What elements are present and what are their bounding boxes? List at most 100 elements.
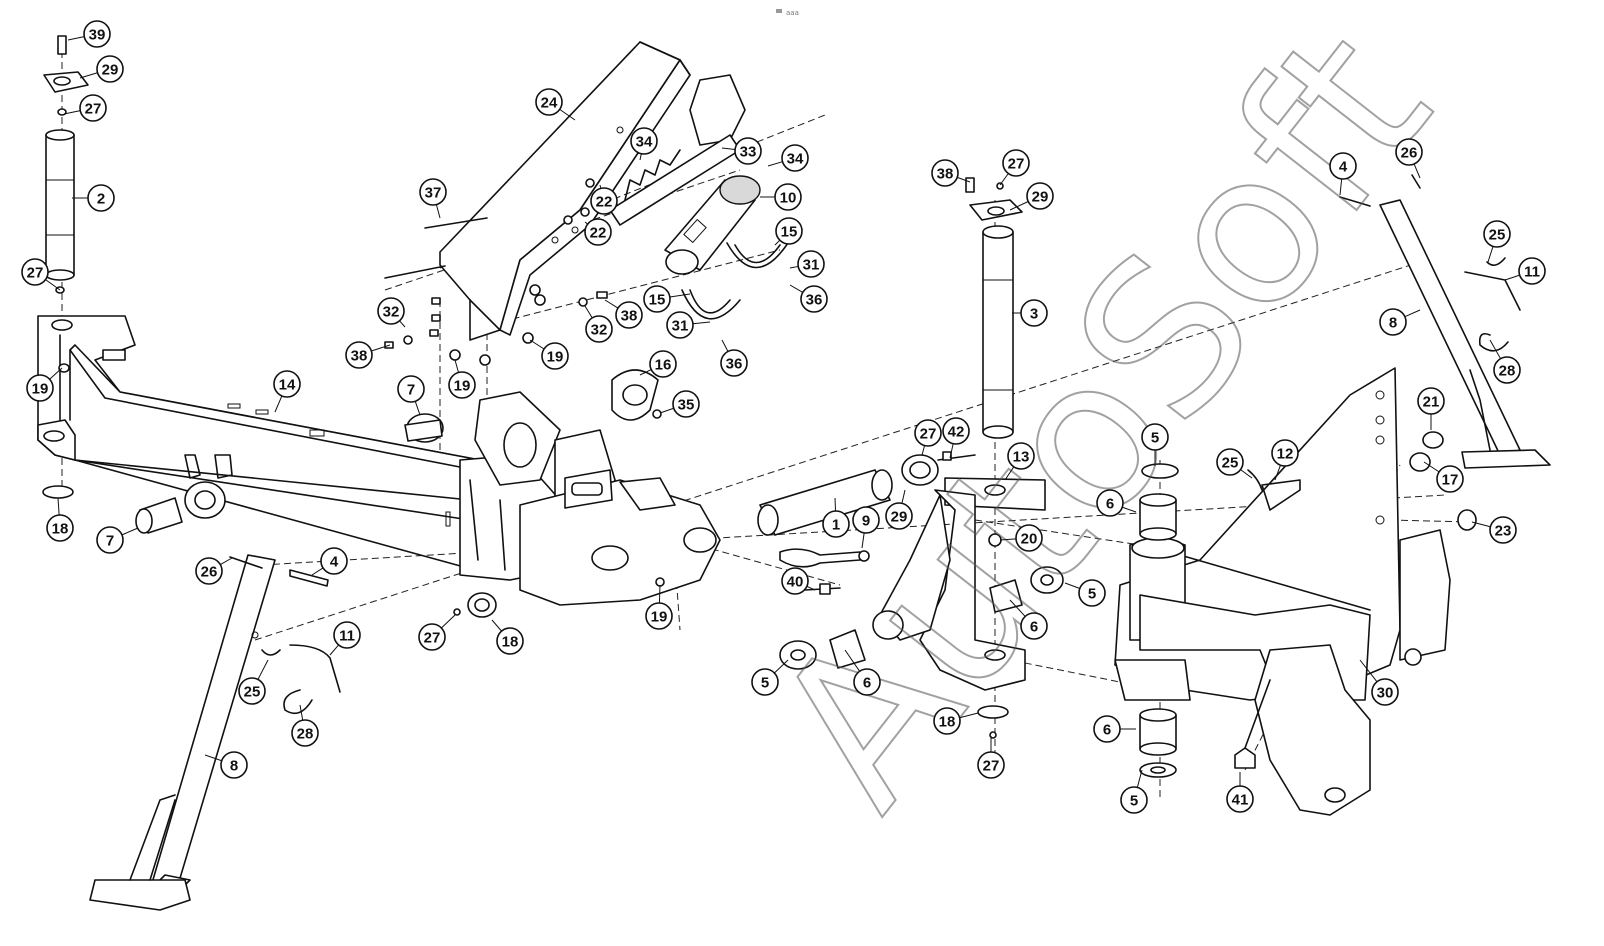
- callout-number: 11: [1524, 264, 1540, 281]
- callout-number: 18: [52, 521, 69, 538]
- callout-leader: [999, 538, 1017, 541]
- callout-circle: [645, 602, 673, 630]
- callout-leader: [274, 395, 283, 413]
- callout-leader: [861, 532, 865, 549]
- callout-circle: [448, 371, 476, 399]
- callout-number: 25: [1489, 227, 1506, 244]
- bushings-right: [1139, 431, 1477, 778]
- callout-circle: [885, 502, 913, 530]
- callout-number: 27: [85, 101, 102, 118]
- callout-leader: [67, 36, 85, 41]
- callout-leader: [1423, 461, 1440, 473]
- callout-circle: [933, 707, 961, 735]
- callout-11: 11: [1504, 257, 1546, 285]
- callout-4: 4: [1329, 152, 1357, 196]
- u-bolts-15: [681, 242, 789, 320]
- callout-number: 3: [1030, 306, 1038, 323]
- callout-leader: [371, 344, 391, 352]
- callout-leader: [692, 321, 711, 325]
- callout-leader: [659, 407, 674, 414]
- callout-42: 42: [942, 417, 970, 459]
- right-leg-8: [1339, 174, 1551, 469]
- callout-26: 26: [195, 557, 233, 585]
- callout-circle: [1096, 489, 1124, 517]
- callout-number: 21: [1423, 394, 1440, 411]
- callout-22: 22: [584, 218, 612, 246]
- callout-19: 19: [645, 584, 673, 630]
- callout-19: 19: [529, 339, 569, 370]
- callout-number: 15: [781, 224, 798, 241]
- callout-circle: [977, 751, 1005, 779]
- callout-25: 25: [1216, 448, 1253, 479]
- callout-leader: [121, 527, 139, 536]
- callout-circle: [26, 374, 54, 402]
- callout-number: 30: [1377, 685, 1394, 702]
- callout-leader: [257, 659, 269, 680]
- callout-6: 6: [1096, 489, 1137, 517]
- callout-circle: [1093, 715, 1121, 743]
- callout-leader: [1004, 466, 1015, 481]
- callout-circle: [1395, 138, 1423, 166]
- callout-15: 15: [774, 217, 803, 246]
- callout-34: 34: [630, 127, 658, 161]
- callout-number: 19: [547, 349, 564, 366]
- callout-number: 28: [297, 726, 314, 743]
- callout-18: 18: [491, 619, 524, 655]
- callout-number: 19: [651, 609, 668, 626]
- callout-circle: [1007, 442, 1035, 470]
- callout-15: 15: [643, 285, 691, 313]
- callout-leader: [399, 320, 406, 328]
- callout-13: 13: [1004, 442, 1035, 481]
- callout-leader: [329, 644, 339, 656]
- callout-circle: [535, 88, 563, 116]
- callout-number: 35: [678, 397, 695, 414]
- callout-circle: [1020, 612, 1048, 640]
- callout-circle: [942, 417, 970, 445]
- cylinder-10: [664, 175, 761, 275]
- callout-number: 27: [983, 758, 1000, 775]
- callout-circle: [1518, 257, 1546, 285]
- callout-leader: [1413, 163, 1421, 179]
- callout-leader: [57, 497, 60, 516]
- callout-3: 3: [1012, 299, 1048, 327]
- callout-5: 5: [751, 659, 789, 696]
- callout-22: 22: [590, 184, 618, 215]
- callout-circle: [21, 258, 49, 286]
- callout-number: 6: [1103, 722, 1111, 739]
- callout-number: 22: [590, 225, 607, 242]
- callout-circle: [734, 137, 762, 165]
- pin-3: [965, 177, 1023, 439]
- callout-leader: [1504, 274, 1520, 281]
- callout-leader: [204, 754, 222, 762]
- callout-number: 20: [1021, 531, 1038, 548]
- callout-12: 12: [1271, 439, 1299, 481]
- callout-leader: [774, 239, 781, 246]
- callout-leader: [584, 305, 593, 319]
- callout-19: 19: [448, 359, 476, 399]
- callout-leader: [721, 147, 736, 151]
- callout-27: 27: [977, 736, 1005, 779]
- callout-7: 7: [397, 375, 425, 416]
- callout-number: 27: [424, 630, 441, 647]
- callout-number: 22: [596, 194, 613, 211]
- callout-circle: [584, 218, 612, 246]
- callout-leader: [311, 567, 324, 576]
- callout-38: 38: [931, 159, 971, 187]
- callout-number: 29: [102, 62, 119, 79]
- callout-leader: [639, 369, 652, 376]
- lever-9: [779, 548, 870, 595]
- callout-number: 7: [407, 382, 415, 399]
- callout-38: 38: [604, 299, 643, 329]
- callout-29: 29: [79, 55, 124, 83]
- callout-number: 18: [939, 714, 956, 731]
- callout-circle: [333, 621, 361, 649]
- callout-27: 27: [999, 149, 1030, 186]
- callout-number: 18: [502, 634, 519, 651]
- callout-circle: [496, 627, 524, 655]
- callout-6: 6: [844, 649, 881, 696]
- callout-leader: [63, 110, 81, 115]
- callout-number: 33: [740, 144, 757, 161]
- callout-leader: [767, 161, 783, 167]
- callout-circle: [615, 301, 643, 329]
- callout-number: 6: [1030, 619, 1038, 636]
